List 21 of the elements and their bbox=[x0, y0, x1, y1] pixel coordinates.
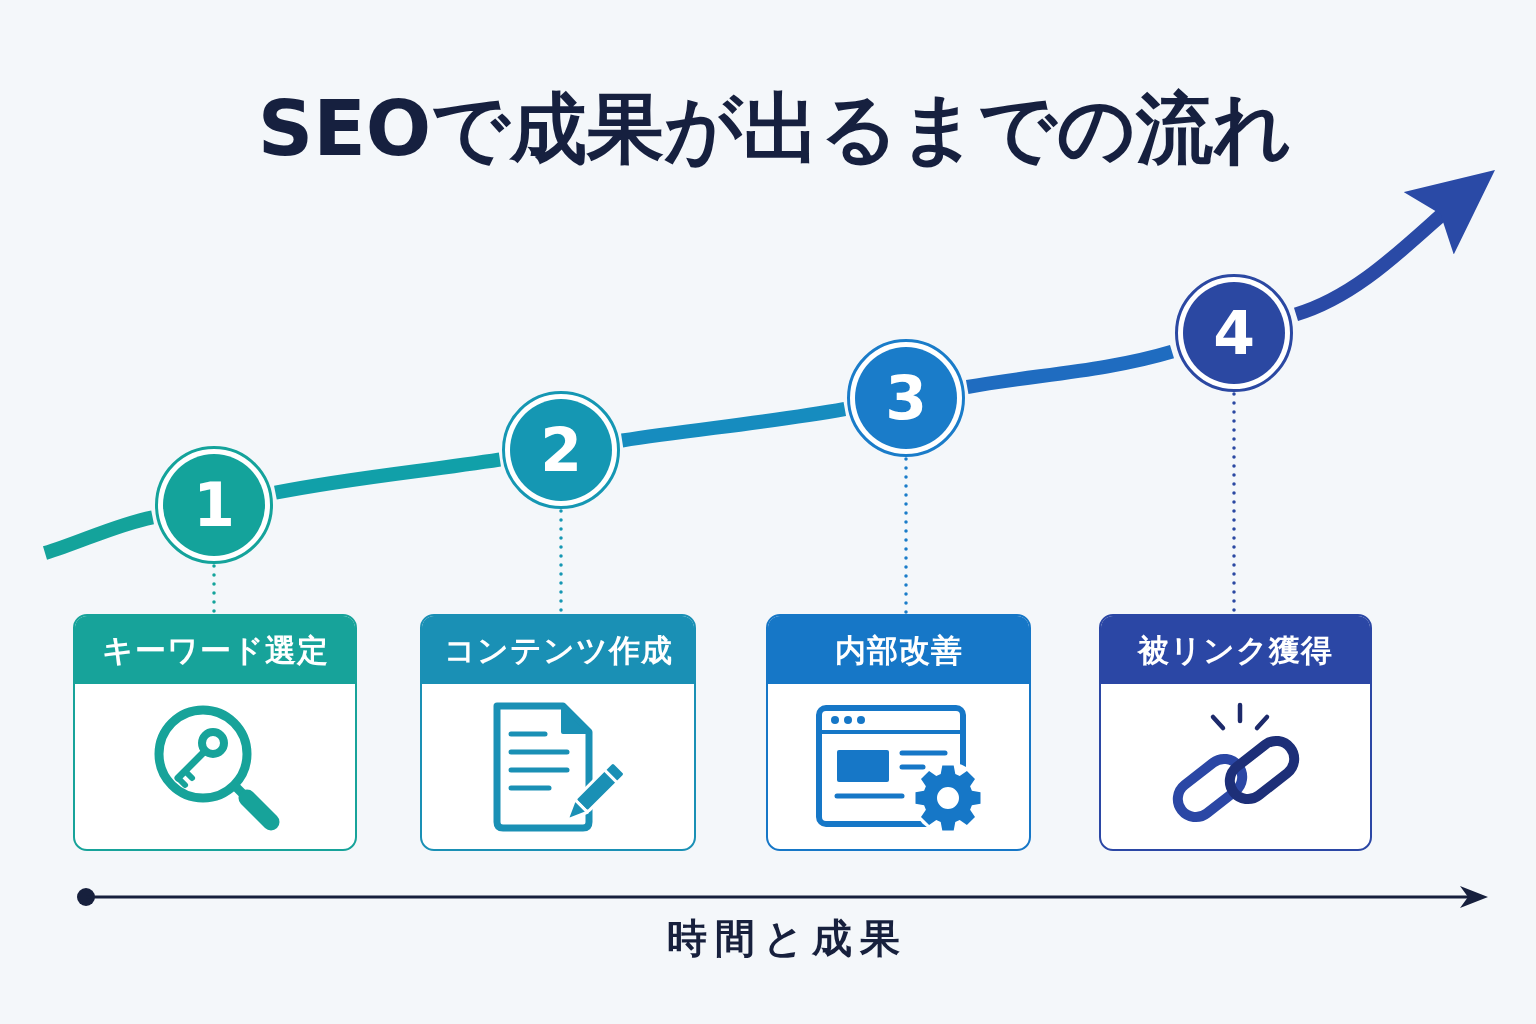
step-card bbox=[73, 614, 357, 851]
title: SEOで成果が出るまでの流れ bbox=[257, 90, 1293, 167]
card-header: 内部改善 bbox=[768, 616, 1029, 684]
step-number: 4 bbox=[1183, 282, 1285, 384]
step-number: 2 bbox=[510, 399, 612, 501]
growth-arrow bbox=[1293, 169, 1495, 321]
card-header: キーワード選定 bbox=[75, 616, 355, 684]
card-header: コンテンツ作成 bbox=[422, 616, 694, 684]
growth-curve bbox=[42, 510, 155, 560]
step-number: 1 bbox=[163, 454, 265, 556]
step-card bbox=[1099, 614, 1372, 851]
growth-curve bbox=[966, 344, 1174, 394]
step-card bbox=[420, 614, 696, 851]
dotted-connector bbox=[904, 457, 908, 616]
growth-curve bbox=[621, 402, 846, 448]
step-number: 3 bbox=[855, 347, 957, 449]
card-header: 被リンク獲得 bbox=[1101, 616, 1370, 684]
dotted-connector bbox=[212, 564, 216, 616]
step-card bbox=[766, 614, 1031, 851]
axis-label: 時間と成果 bbox=[665, 918, 908, 958]
growth-curve bbox=[274, 452, 501, 500]
